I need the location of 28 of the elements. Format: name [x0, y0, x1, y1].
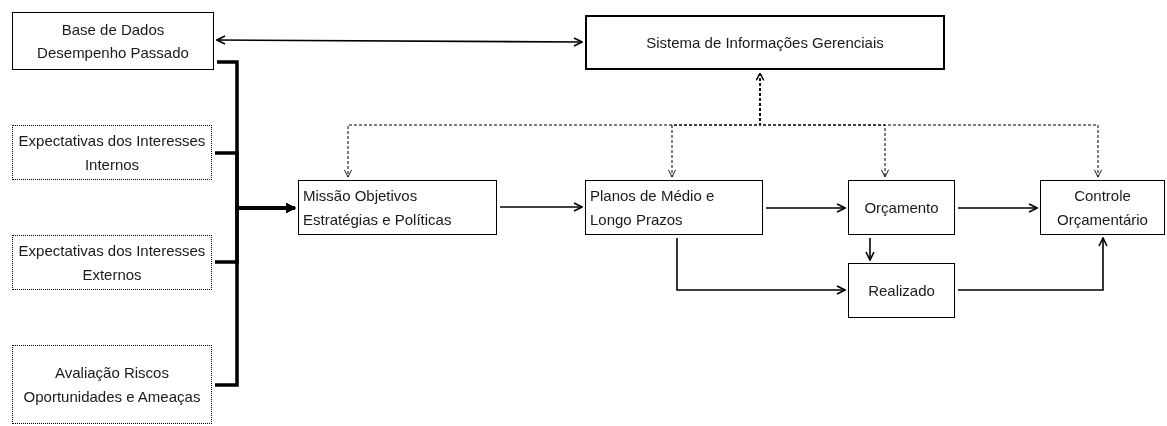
box-label: Planos de Médio e Longo Prazos	[590, 186, 716, 230]
process-box	[12, 12, 214, 70]
box-label: Controle Orçamentário	[1056, 186, 1149, 230]
process-box	[585, 180, 763, 235]
process-box	[848, 263, 955, 318]
arrow	[865, 237, 875, 261]
box-label: Avaliação Riscos Oportunidades e Ameaças	[22, 363, 202, 407]
box-label: Orçamento	[864, 197, 939, 218]
process-box	[585, 15, 945, 70]
arrow	[957, 237, 1108, 291]
box-label: Expectativas dos Interesses Internos	[17, 131, 207, 175]
box-label: Missão Objetivos Estratégias e Políticas	[303, 186, 453, 230]
arrow	[499, 202, 583, 212]
arrow	[216, 35, 583, 47]
arrow	[676, 237, 846, 295]
process-box	[12, 345, 212, 424]
box-label: Expectativas dos Interesses Externos	[17, 241, 207, 285]
box-label: Base de Dados Desempenho Passado	[36, 19, 190, 63]
process-box	[12, 235, 212, 290]
box-label: Sistema de Informações Gerenciais	[646, 32, 884, 53]
process-box	[298, 180, 497, 235]
arrow	[765, 203, 846, 213]
process-box	[1040, 180, 1165, 235]
arrow	[957, 203, 1038, 213]
arrow	[215, 203, 296, 387]
process-box	[848, 180, 955, 235]
box-label: Realizado	[868, 280, 935, 301]
process-box	[12, 125, 212, 180]
